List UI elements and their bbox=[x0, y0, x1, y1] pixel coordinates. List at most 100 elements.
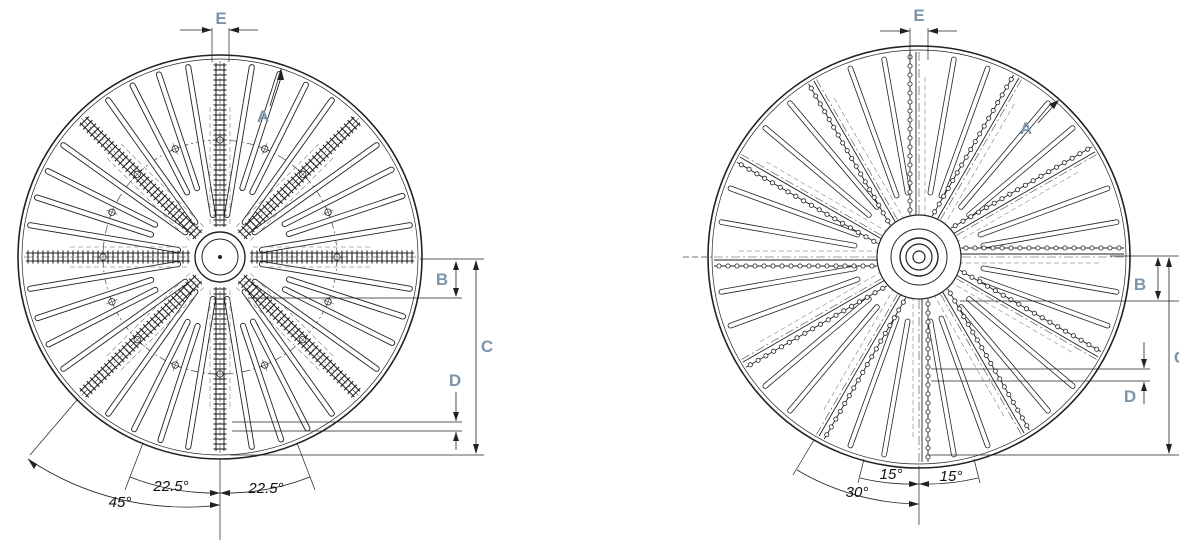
left-ribbed-arm bbox=[233, 116, 361, 244]
left-slot bbox=[157, 322, 201, 444]
right-slot bbox=[762, 125, 872, 218]
left-bolt-hole bbox=[169, 143, 181, 155]
left-label-d: D bbox=[449, 371, 461, 390]
left-bolt-holes bbox=[97, 134, 343, 380]
right-slot bbox=[762, 296, 872, 389]
left-slot bbox=[185, 64, 217, 219]
right-slots bbox=[718, 56, 1120, 458]
right-label-d: D bbox=[1124, 387, 1136, 406]
left-slot bbox=[45, 286, 159, 348]
left-bolt-hole bbox=[331, 251, 343, 263]
left-slot bbox=[281, 166, 395, 228]
right-angle-30: 30° bbox=[846, 484, 869, 501]
left-dim-d: D bbox=[232, 371, 462, 450]
right-dim-b: B bbox=[960, 255, 1179, 302]
left-slot bbox=[34, 276, 155, 322]
left-angle-22-5-left: 22.5° bbox=[152, 478, 188, 495]
right-ribbed-arm bbox=[816, 290, 907, 440]
right-slot bbox=[787, 304, 880, 414]
right-ribbed-arm bbox=[808, 79, 904, 226]
left-bolt-hole bbox=[298, 169, 308, 179]
right-hub-center bbox=[912, 250, 926, 264]
left-slot bbox=[251, 142, 380, 236]
right-slot bbox=[927, 318, 957, 458]
right-slot bbox=[718, 265, 858, 295]
right-ribbed-arms bbox=[714, 52, 1124, 462]
left-slot bbox=[129, 82, 191, 196]
right-label-b: B bbox=[1134, 275, 1146, 294]
left-bolt-hole bbox=[259, 143, 271, 155]
left-bolt-hole bbox=[322, 296, 334, 308]
left-slot bbox=[239, 322, 285, 443]
right-slot bbox=[787, 100, 880, 210]
right-slot bbox=[718, 219, 858, 249]
left-slot bbox=[27, 260, 182, 292]
left-slot bbox=[60, 142, 189, 236]
left-bolt-hole bbox=[169, 359, 181, 371]
left-bolt-hole bbox=[259, 359, 271, 371]
left-slots bbox=[27, 64, 413, 450]
right-slot bbox=[977, 276, 1111, 329]
right-slot bbox=[727, 185, 861, 238]
right-ribbed-arm bbox=[736, 154, 886, 245]
left-bolt-hole bbox=[97, 251, 109, 263]
right-slot bbox=[966, 125, 1076, 218]
right-dim-c: C bbox=[928, 257, 1179, 456]
left-ribbed-arm bbox=[79, 116, 207, 244]
right-ribbed-arm bbox=[931, 74, 1022, 224]
right-label-e: E bbox=[913, 6, 924, 25]
right-ribbed-arm bbox=[907, 52, 926, 215]
left-slot bbox=[27, 222, 182, 254]
right-ribbed-arm bbox=[741, 272, 888, 368]
right-dim-d: D bbox=[931, 342, 1150, 406]
left-slot bbox=[258, 260, 413, 292]
left-slot bbox=[33, 194, 155, 238]
right-dim-e: E bbox=[880, 6, 957, 60]
left-bolt-hole bbox=[298, 335, 308, 345]
left-angle-dims: 22.5° 22.5° 45° bbox=[27, 399, 316, 540]
left-slot bbox=[185, 295, 217, 450]
left-ribbed-arms bbox=[24, 61, 416, 453]
left-ribbed-arm bbox=[209, 61, 231, 227]
right-hub-ring bbox=[890, 228, 948, 286]
right-slot bbox=[847, 315, 900, 449]
right-angle-15-left: 15° bbox=[880, 466, 903, 483]
left-bolt-hole bbox=[106, 296, 118, 308]
right-angle-15-right: 15° bbox=[940, 468, 963, 485]
left-bolt-hole bbox=[132, 335, 142, 345]
right-dim-a: A bbox=[1020, 100, 1059, 138]
right-slot bbox=[881, 56, 911, 196]
left-dim-b: B bbox=[248, 258, 484, 299]
right-label-a: A bbox=[1020, 119, 1032, 138]
right-slot bbox=[980, 219, 1120, 249]
right-disc-drawing: E A B C bbox=[683, 6, 1179, 525]
left-ribbed-arm bbox=[250, 246, 416, 268]
right-slot bbox=[727, 276, 861, 329]
left-bolt-hole bbox=[214, 368, 226, 380]
right-slot bbox=[938, 65, 991, 199]
left-dim-a: A bbox=[257, 68, 284, 126]
left-slot bbox=[241, 97, 335, 226]
right-ribbed-arm bbox=[912, 299, 931, 462]
left-ribbed-arm bbox=[79, 270, 207, 398]
right-slot bbox=[927, 56, 957, 196]
left-hub-center bbox=[218, 255, 222, 259]
left-slot bbox=[105, 288, 199, 417]
left-disc-drawing: E A B C bbox=[17, 9, 493, 540]
right-slot bbox=[847, 65, 900, 199]
right-slot bbox=[966, 296, 1076, 389]
left-slot bbox=[223, 64, 255, 219]
left-slot bbox=[241, 288, 335, 417]
left-bolt-hole bbox=[214, 134, 226, 146]
left-bolt-hole bbox=[132, 169, 142, 179]
right-slot bbox=[881, 318, 911, 458]
right-slot bbox=[958, 304, 1051, 414]
left-label-a: A bbox=[257, 107, 269, 126]
left-label-c: C bbox=[481, 337, 493, 356]
right-slot bbox=[977, 185, 1111, 238]
left-slot bbox=[249, 81, 309, 196]
right-hub-bore bbox=[905, 243, 933, 271]
left-inner-rim bbox=[21, 58, 419, 456]
right-ribbed-arm bbox=[950, 146, 1097, 242]
left-dim-e: E bbox=[180, 9, 258, 62]
